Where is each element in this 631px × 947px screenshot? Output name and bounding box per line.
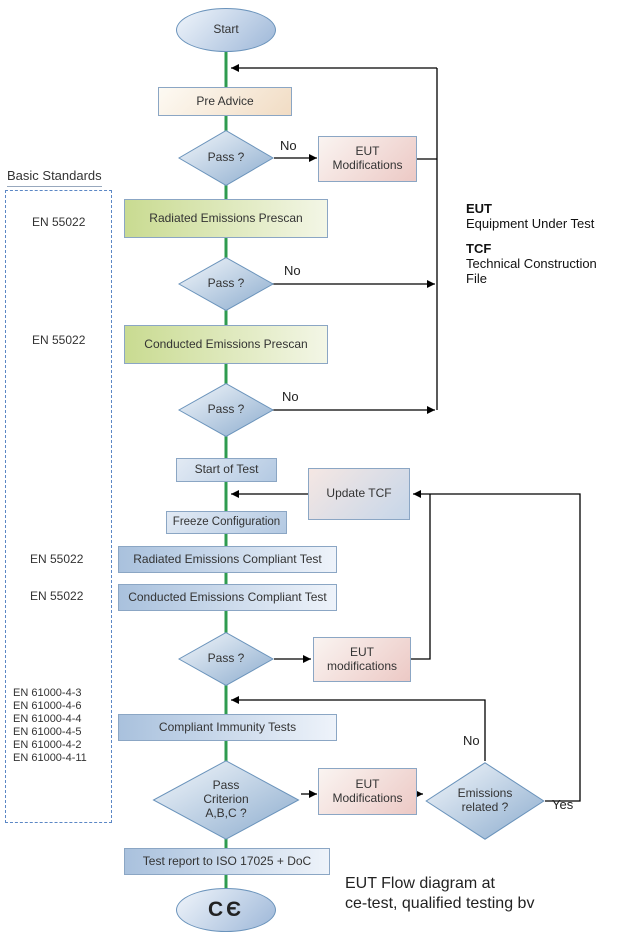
- standard-radiated-compliant: EN 55022: [30, 552, 84, 566]
- legend-tcf-definition-line1: Technical Construction: [466, 256, 597, 271]
- ce-mark-node: CЄ: [176, 888, 276, 932]
- immunity-standard-2: EN 61000-4-6: [13, 700, 82, 712]
- emissions-related-decision: Emissions related ?: [425, 762, 545, 840]
- conducted-compliant-test-label: Conducted Emissions Compliant Test: [128, 589, 327, 604]
- pass-decision-1-label: Pass ?: [207, 150, 245, 165]
- pass-decision-2-label: Pass ?: [207, 276, 245, 291]
- conducted-compliant-test-box: Conducted Emissions Compliant Test: [118, 584, 337, 611]
- radiated-compliant-test-label: Radiated Emissions Compliant Test: [133, 551, 322, 566]
- basic-standards-title: Basic Standards: [7, 168, 102, 187]
- eut-modifications-3-line1: EUT: [355, 776, 380, 791]
- immunity-standards-list: EN 61000-4-3 EN 61000-4-6 EN 61000-4-4 E…: [13, 687, 87, 765]
- update-tcf-label: Update TCF: [326, 486, 392, 501]
- immunity-standard-4: EN 61000-4-5: [13, 726, 82, 738]
- immunity-standard-6: EN 61000-4-11: [13, 752, 87, 764]
- standard-conducted-prescan: EN 55022: [32, 333, 86, 347]
- legend-tcf-definition-line2: File: [466, 271, 487, 286]
- radiated-compliant-test-box: Radiated Emissions Compliant Test: [118, 546, 337, 573]
- diagram-caption-line2: ce-test, qualified testing bv: [345, 895, 535, 912]
- start-node: Start: [176, 8, 276, 52]
- legend-tcf-term: TCF: [466, 241, 492, 256]
- standard-radiated-prescan: EN 55022: [32, 215, 86, 229]
- diamond-shape: [178, 383, 274, 437]
- ce-mark-glyph: CЄ: [207, 897, 245, 921]
- eut-modifications-box-1: EUT Modifications: [318, 136, 417, 182]
- immunity-standard-3: EN 61000-4-4: [13, 713, 82, 725]
- diamond-shape: [152, 760, 300, 840]
- edge-mods2-to-updatetcf: [411, 494, 431, 660]
- basic-standards-panel: [5, 190, 112, 823]
- eut-modifications-2-line1: EUT: [350, 644, 374, 659]
- test-report-label: Test report to ISO 17025 + DoC: [142, 853, 312, 868]
- edge-label-no-1: No: [280, 138, 297, 153]
- pass-criterion-line1: Pass: [212, 778, 240, 793]
- diamond-shape: [425, 762, 545, 840]
- eut-modifications-1-line2: Modifications: [332, 158, 403, 172]
- pass-criterion-line3: A,B,C ?: [205, 805, 247, 820]
- edge-emissions-no-to-main: [231, 696, 486, 761]
- diagram-caption: EUT Flow diagram at ce-test, qualified t…: [345, 874, 534, 914]
- immunity-standard-5: EN 61000-4-2: [13, 739, 82, 751]
- standard-conducted-compliant: EN 55022: [30, 589, 84, 603]
- conducted-prescan-label: Conducted Emissions Prescan: [144, 336, 308, 351]
- pass-decision-4-label: Pass ?: [207, 651, 245, 666]
- compliant-immunity-tests-box: Compliant Immunity Tests: [118, 714, 337, 741]
- emissions-related-line2: related ?: [461, 800, 509, 814]
- update-tcf-box: Update TCF: [308, 468, 410, 520]
- compliant-immunity-tests-label: Compliant Immunity Tests: [158, 719, 297, 734]
- pre-advice-box: Pre Advice: [158, 87, 292, 116]
- eut-modifications-box-2: EUT modifications: [313, 637, 411, 682]
- emissions-related-line1: Emissions: [457, 786, 513, 801]
- radiated-prescan-box: Radiated Emissions Prescan: [124, 199, 328, 238]
- pass-decision-1: Pass ?: [178, 130, 274, 186]
- edge-label-no-2: No: [284, 263, 301, 278]
- legend-eut-definition: Equipment Under Test: [466, 216, 595, 231]
- edge-label-yes-emissions: Yes: [552, 797, 574, 812]
- pass-decision-4: Pass ?: [178, 632, 274, 686]
- eut-modifications-3-line2: Modifications: [332, 790, 403, 805]
- start-of-test-label: Start of Test: [194, 462, 259, 477]
- freeze-configuration-box: Freeze Configuration: [166, 511, 287, 534]
- pass-criterion-decision: Pass Criterion A,B,C ?: [152, 760, 300, 840]
- legend: EUT Equipment Under Test TCF Technical C…: [466, 201, 621, 286]
- edge-label-no-3: No: [282, 389, 299, 404]
- start-node-label: Start: [213, 22, 239, 37]
- conducted-prescan-box: Conducted Emissions Prescan: [124, 325, 328, 364]
- diagram-caption-line1: EUT Flow diagram at: [345, 875, 495, 892]
- diamond-shape: [178, 632, 274, 686]
- immunity-standard-1: EN 61000-4-3: [13, 687, 82, 699]
- freeze-configuration-label: Freeze Configuration: [172, 515, 281, 528]
- edge-yes-to-updatetcf: [413, 490, 581, 802]
- pass-criterion-line2: Criterion: [203, 792, 249, 807]
- eut-modifications-2-line2: modifications: [326, 658, 398, 673]
- pass-decision-3-label: Pass ?: [207, 402, 245, 417]
- test-report-box: Test report to ISO 17025 + DoC: [124, 848, 330, 875]
- pass-decision-2: Pass ?: [178, 257, 274, 311]
- edge-label-no-emissions: No: [463, 733, 480, 748]
- eut-modifications-1-line1: EUT: [355, 144, 380, 159]
- eut-modifications-box-3: EUT Modifications: [318, 768, 417, 815]
- start-of-test-box: Start of Test: [176, 458, 277, 482]
- pass-decision-3: Pass ?: [178, 383, 274, 437]
- diamond-shape: [178, 130, 274, 186]
- pre-advice-label: Pre Advice: [196, 93, 254, 108]
- radiated-prescan-label: Radiated Emissions Prescan: [149, 210, 303, 225]
- legend-eut-term: EUT: [466, 201, 492, 216]
- diamond-shape: [178, 257, 274, 311]
